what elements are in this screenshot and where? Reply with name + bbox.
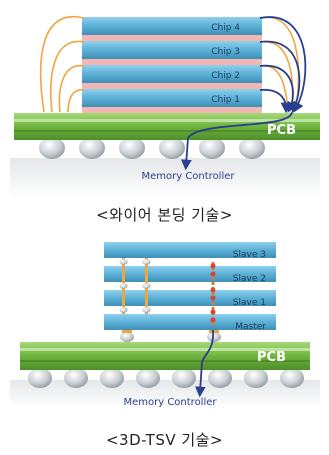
chip-2 (82, 65, 262, 83)
chip-4 (82, 17, 262, 35)
signal-dot (210, 287, 216, 293)
solder-balls (28, 368, 304, 388)
via-bump (119, 259, 128, 265)
solder-ball (100, 368, 124, 388)
micro-bumps (120, 330, 221, 342)
pcb-highlight (14, 119, 320, 122)
solder-ball (136, 368, 160, 388)
bump-pad (122, 330, 132, 333)
tsv-diagram: PCB Slave 3 Slave 2 Slave 1 Master (10, 242, 320, 408)
bond-wire (39, 15, 85, 113)
pcb-label: PCB (257, 350, 286, 365)
tsv-vias (119, 258, 216, 326)
spacer (82, 59, 262, 65)
controller-route (194, 329, 214, 398)
signal-dot (210, 263, 216, 269)
solder-ball (39, 137, 65, 159)
floor-shadow (10, 380, 320, 408)
signal-dot (210, 317, 216, 323)
micro-bump (120, 332, 134, 342)
micro-bump (207, 332, 221, 342)
solder-ball (208, 368, 232, 388)
spacer (82, 35, 262, 41)
signal-wire (259, 40, 302, 113)
die-stack: Slave 3 Slave 2 Slave 1 Master (104, 242, 276, 332)
chip-label: Chip 4 (211, 23, 240, 33)
via-bump (119, 283, 128, 289)
pcb-layer-line (20, 360, 310, 362)
chip-label: Chip 3 (211, 47, 240, 57)
spacer (82, 107, 262, 113)
controller-route (181, 111, 293, 171)
solder-ball (239, 137, 265, 159)
memory-controller-label: Memory Controller (123, 397, 217, 408)
solder-ball (199, 137, 225, 159)
die-slave-3 (104, 242, 276, 258)
left-bond-wires (39, 15, 85, 113)
signal-dot (210, 271, 216, 277)
via-bump (119, 307, 128, 313)
tsv-signal-column (210, 262, 216, 326)
solder-ball (172, 368, 196, 388)
die-master (104, 314, 276, 330)
solder-ball (79, 137, 105, 159)
pcb-label: PCB (267, 123, 296, 138)
die-label: Master (235, 322, 266, 332)
signal-wire (259, 89, 292, 114)
solder-ball (244, 368, 268, 388)
chip-label: Chip 1 (211, 95, 240, 105)
via-bump (142, 307, 151, 313)
die-label: Slave 2 (233, 274, 266, 284)
floor-shadow (10, 158, 320, 198)
solder-ball (28, 368, 52, 388)
signal-dot (210, 309, 216, 315)
die-label: Slave 3 (233, 250, 266, 260)
via-bump (142, 259, 151, 265)
solder-balls (39, 137, 265, 159)
wire-bonding-caption: <와이어 본딩 기술> (96, 206, 233, 224)
bond-wire (49, 40, 85, 113)
solder-ball (119, 137, 145, 159)
chip-label: Chip 2 (211, 71, 240, 81)
signal-wire (259, 16, 307, 113)
pcb-layer-line (14, 130, 320, 132)
solder-ball (159, 137, 185, 159)
pcb-highlight (20, 348, 310, 351)
tsv-column (119, 258, 151, 314)
chip-3 (82, 41, 262, 59)
bond-wire (58, 65, 85, 113)
spacer (82, 83, 262, 89)
die-label: Slave 1 (233, 298, 266, 308)
pcb-board (20, 342, 310, 370)
signal-dot (210, 295, 216, 301)
signal-wires (181, 16, 307, 171)
memory-controller-label: Memory Controller (141, 171, 235, 182)
bond-wire (67, 89, 85, 113)
wire-bonding-diagram: PCB Chip 4 Chip 3 Chip 2 Chip 1 (10, 15, 320, 198)
signal-wire (259, 64, 298, 113)
chip-1 (82, 89, 262, 107)
via-bump (142, 283, 151, 289)
chip-stack: Chip 4 Chip 3 Chip 2 Chip 1 (82, 17, 262, 113)
bump-pad (209, 330, 219, 333)
tsv-caption: <3D-TSV 기술> (105, 431, 224, 449)
pcb-board (14, 113, 320, 140)
solder-ball (64, 368, 88, 388)
solder-ball (280, 368, 304, 388)
